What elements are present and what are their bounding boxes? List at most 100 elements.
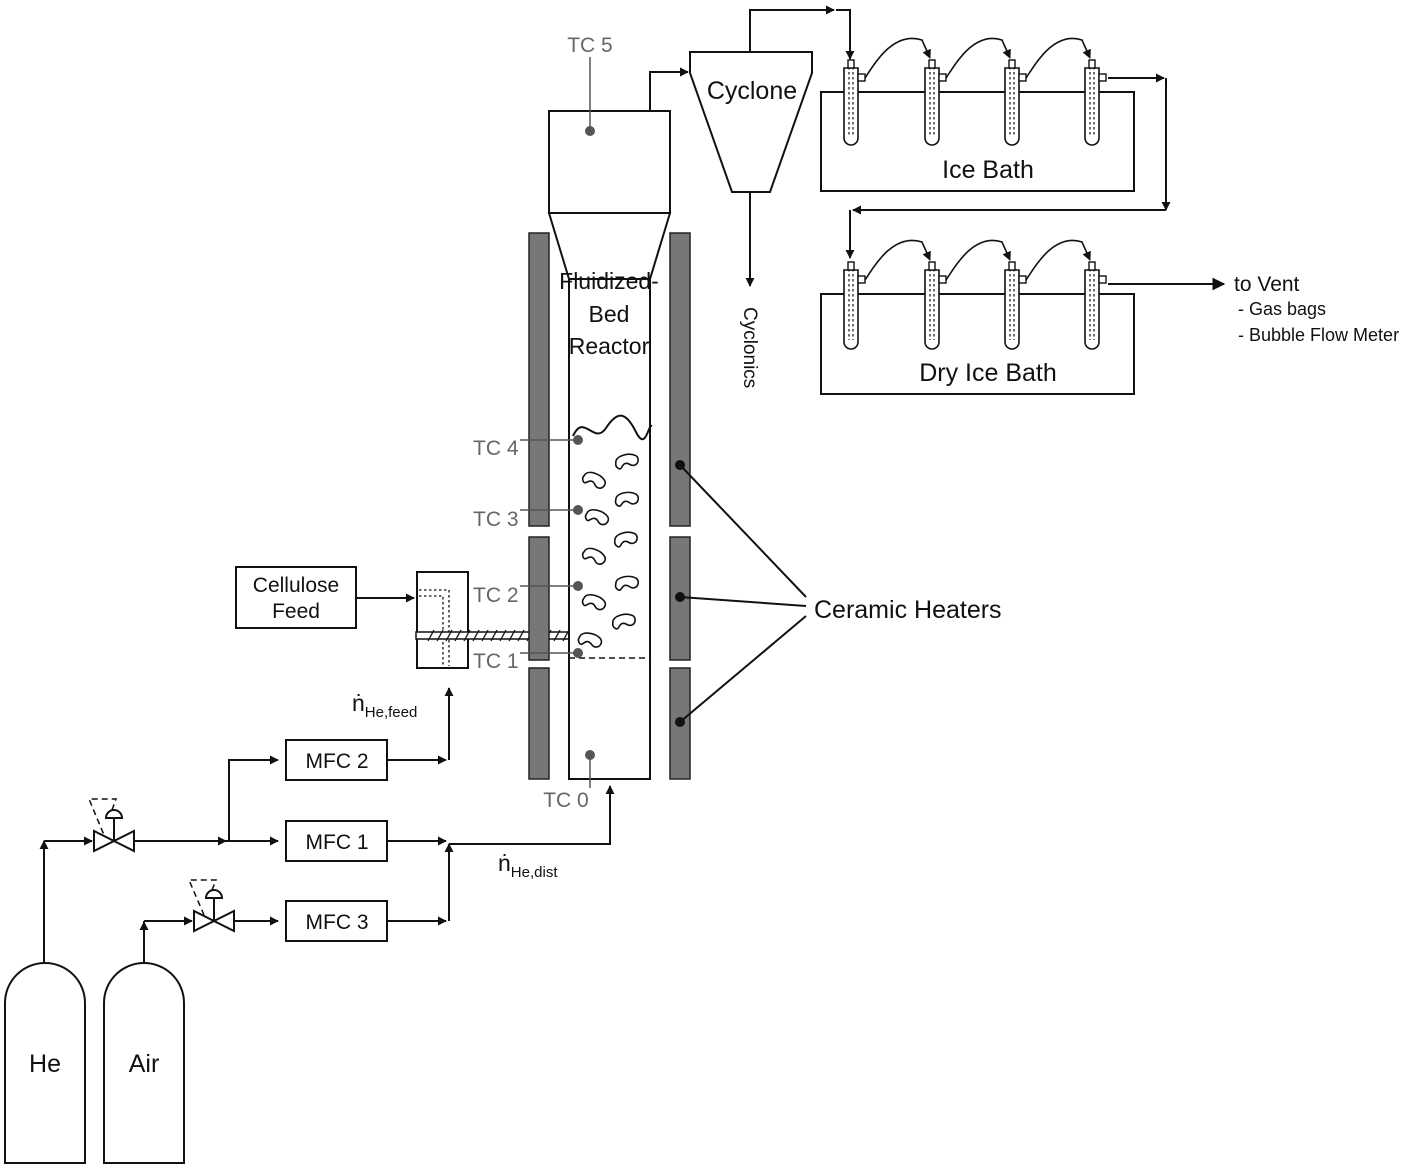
heater-dot-lower: [675, 717, 685, 727]
mfc3-box: MFC 3: [285, 900, 388, 942]
impinger: [924, 261, 947, 350]
bed-particle: [581, 471, 606, 489]
air-label: Air: [129, 1050, 160, 1078]
impinger: [924, 59, 947, 146]
thermocouple-tc2: TC 2: [473, 581, 583, 607]
thermocouple-tc4: TC 4: [473, 435, 583, 460]
vent-item-bubble-flow-meter: - Bubble Flow Meter: [1238, 325, 1399, 345]
tc1-label: TC 1: [473, 650, 519, 673]
impinger: [1004, 59, 1027, 146]
mfc3-label: MFC 3: [306, 911, 369, 934]
heater-callout-upper: [675, 460, 807, 598]
he-label: He: [29, 1050, 61, 1078]
screw-thread: [463, 629, 471, 642]
cyclone-overhead-line: [749, 5, 835, 52]
screw-thread: [553, 629, 561, 642]
cellulose-feed-line2: Feed: [272, 600, 320, 623]
screw-thread: [481, 629, 489, 642]
impinger-link: [864, 37, 931, 79]
thermocouple-tc0: TC 0: [543, 750, 595, 812]
reactor-label-line3: Reactor: [569, 333, 650, 359]
screw-thread: [517, 629, 525, 642]
impinger: [1084, 261, 1107, 350]
reactor-to-cyclone-line: [649, 67, 689, 111]
cellulose-feed-line1: Cellulose: [253, 574, 339, 597]
ice-bath: [820, 91, 1135, 192]
screw-thread: [499, 629, 507, 642]
screw-thread: [454, 629, 462, 642]
dist-flow-subscript: He,dist: [511, 864, 559, 881]
to-mfc2-line: [228, 755, 279, 841]
vent-item-gas-bags: - Gas bags: [1238, 299, 1326, 319]
bed-particle: [581, 593, 607, 611]
impinger-link: [945, 37, 1011, 79]
bed-particle: [611, 613, 636, 630]
thermocouple-tc1: TC 1: [473, 648, 583, 673]
bed-surface: [572, 414, 653, 441]
bed-particle: [577, 632, 603, 648]
tc2-label: TC 2: [473, 584, 519, 607]
heater-left-middle: [528, 536, 550, 661]
ceramic-heaters-label: Ceramic Heaters: [814, 596, 1002, 624]
thermocouple-tc3: TC 3: [473, 505, 583, 531]
heater-dot-middle: [675, 592, 685, 602]
reactor-label-line2: Bed: [589, 301, 630, 327]
bed-particle: [613, 531, 638, 548]
screw-thread: [427, 629, 435, 642]
mfc1-label: MFC 1: [306, 831, 369, 854]
tc4-label: TC 4: [473, 437, 519, 460]
impinger-link: [1025, 37, 1091, 79]
air-regulator-valve: [187, 879, 235, 933]
impinger-link: [945, 239, 1011, 281]
screw-thread: [472, 629, 480, 642]
heater-callout-middle: [675, 592, 807, 607]
bed-particle: [614, 453, 639, 470]
air-cylinder: Air: [103, 962, 185, 1164]
thermocouple-tc5: TC 5: [567, 34, 613, 136]
tc5-label: TC 5: [567, 34, 613, 57]
bed-particle: [614, 491, 640, 508]
dry-ice-bath: [820, 293, 1135, 395]
vent-title: to Vent: [1234, 273, 1300, 296]
tc0-label: TC 0: [543, 789, 589, 812]
he-regulator-valve: [87, 798, 135, 853]
ice-bath-label: Ice Bath: [942, 156, 1034, 184]
heater-left-lower: [528, 667, 550, 780]
impinger-link: [864, 239, 931, 281]
impinger: [843, 261, 866, 350]
mfc2-label: MFC 2: [306, 750, 369, 773]
screw-thread: [445, 629, 453, 642]
mfc1-box: MFC 1: [285, 820, 388, 862]
bed-particle: [614, 575, 640, 592]
cyclone-label: Cyclone: [707, 77, 797, 105]
reactor-label-line1: Fluidized-: [559, 268, 659, 294]
feed-flow-symbol: ṅ: [352, 690, 365, 716]
bed-particles: [577, 453, 640, 648]
heater-right-upper: [669, 232, 691, 527]
cyclonics-label: Cyclonics: [739, 307, 760, 388]
dry-ice-bath-label: Dry Ice Bath: [919, 359, 1057, 387]
dry-ice-bath-impingers: [843, 239, 1107, 350]
screw-thread: [490, 629, 498, 642]
dist-flow-symbol: ṅ: [498, 850, 511, 876]
dist-gas-line: [449, 785, 615, 845]
he-cylinder: He: [4, 962, 86, 1164]
feed-flow-subscript: He,feed: [365, 704, 418, 721]
cellulose-feed-box: Cellulose Feed: [235, 566, 357, 629]
cyclone: Cyclone: [689, 51, 813, 193]
heater-callout-lower: [675, 615, 807, 727]
heater-dot-upper: [675, 460, 685, 470]
screw-thread: [436, 629, 444, 642]
feeder-hopper: [416, 571, 469, 669]
impinger: [843, 59, 866, 146]
bed-particle: [584, 508, 610, 526]
bed-particle: [581, 547, 606, 565]
feed-flow-label: ṅHe,feed: [352, 690, 417, 721]
ice-bath-impingers: [843, 37, 1107, 146]
screw-thread: [508, 629, 516, 642]
reactor-vessel: [547, 110, 672, 780]
dist-flow-label: ṅHe,dist: [498, 850, 558, 881]
impinger: [1084, 59, 1107, 146]
mfc2-box: MFC 2: [285, 739, 388, 781]
